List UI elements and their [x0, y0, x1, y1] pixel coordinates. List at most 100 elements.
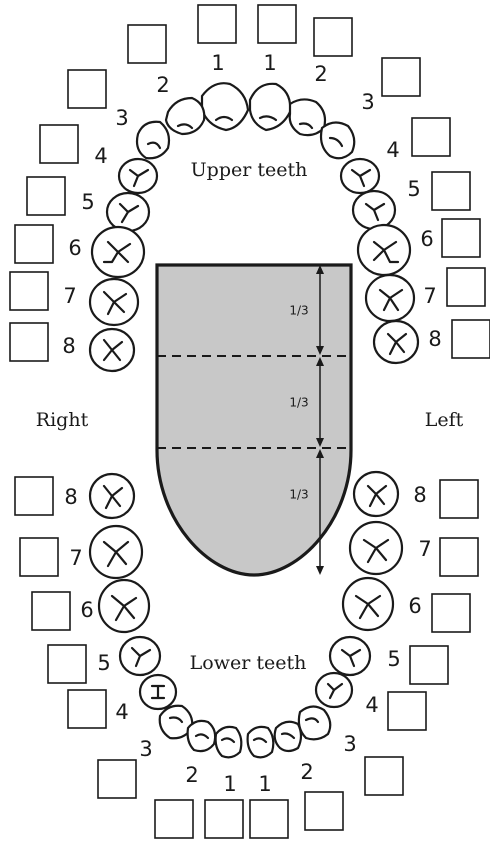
box-upper-left-3[interactable]	[381, 57, 421, 97]
num-upper-left-4: 4	[386, 138, 399, 162]
box-upper-right-1[interactable]	[197, 4, 237, 44]
tooth-lower-right-8	[88, 472, 136, 520]
tooth-upper-right-6	[90, 225, 146, 279]
box-upper-left-1[interactable]	[257, 4, 297, 44]
num-upper-right-5: 5	[81, 190, 94, 214]
num-upper-left-7: 7	[423, 284, 436, 308]
box-upper-left-2[interactable]	[313, 17, 353, 57]
box-lower-left-1[interactable]	[249, 799, 289, 839]
tooth-upper-left-2	[288, 98, 327, 137]
tooth-lower-right-5	[118, 635, 162, 677]
box-lower-right-5[interactable]	[47, 644, 87, 684]
box-lower-left-6[interactable]	[431, 593, 471, 633]
tooth-lower-left-6	[341, 576, 395, 632]
right-side-label: Right	[36, 409, 89, 431]
num-upper-left-8: 8	[428, 327, 441, 351]
box-lower-right-8[interactable]	[14, 476, 54, 516]
box-upper-left-8[interactable]	[451, 319, 490, 359]
box-lower-right-1[interactable]	[204, 799, 244, 839]
num-upper-right-3: 3	[115, 106, 128, 130]
tongue-diagram: 1/3 1/3 1/3	[155, 263, 353, 577]
tooth-lower-right-2	[186, 719, 217, 753]
tongue-arrow-2	[316, 357, 324, 447]
tooth-lower-left-2	[273, 720, 303, 753]
upper-teeth-label: Upper teeth	[191, 159, 308, 181]
box-upper-right-2[interactable]	[127, 24, 167, 64]
num-lower-left-3: 3	[343, 732, 356, 756]
box-upper-right-6[interactable]	[14, 224, 54, 264]
tongue-arrow-3	[316, 449, 324, 575]
box-upper-right-7[interactable]	[9, 271, 49, 311]
num-lower-right-4: 4	[115, 700, 128, 724]
num-upper-right-2: 2	[156, 73, 169, 97]
tooth-upper-left-7	[364, 273, 416, 323]
tooth-lower-left-1	[246, 725, 275, 759]
box-lower-right-6[interactable]	[31, 591, 71, 631]
box-upper-left-7[interactable]	[446, 267, 486, 307]
tooth-upper-right-8	[88, 327, 136, 373]
lower-left-numbers: 8 7 6 5 4 3 2 1	[258, 483, 431, 796]
tooth-upper-right-5	[105, 191, 151, 233]
num-lower-left-7: 7	[418, 537, 431, 561]
lower-left-boxes	[249, 479, 479, 839]
num-lower-left-4: 4	[365, 693, 378, 717]
tooth-upper-left-8	[372, 319, 420, 365]
tooth-lower-left-7	[348, 520, 404, 576]
tooth-upper-left-4	[339, 157, 381, 195]
num-lower-right-2: 2	[185, 763, 198, 787]
num-lower-right-7: 7	[69, 546, 82, 570]
tooth-lower-left-4	[314, 671, 354, 709]
tooth-upper-right-2	[164, 96, 206, 136]
box-lower-left-3[interactable]	[364, 756, 404, 796]
num-upper-left-1: 1	[263, 51, 276, 75]
tooth-upper-right-3	[135, 120, 171, 160]
box-lower-right-3[interactable]	[97, 759, 137, 799]
tooth-lower-right-3	[158, 704, 194, 740]
box-upper-right-8[interactable]	[9, 322, 49, 362]
tongue-arrow-1	[316, 265, 324, 355]
lower-arch	[88, 470, 404, 759]
box-upper-right-4[interactable]	[39, 124, 79, 164]
box-lower-right-7[interactable]	[19, 537, 59, 577]
num-lower-right-6: 6	[80, 598, 93, 622]
num-upper-right-7: 7	[63, 284, 76, 308]
box-lower-left-7[interactable]	[439, 537, 479, 577]
upper-right-boxes	[9, 4, 237, 362]
lower-right-boxes	[14, 476, 244, 839]
tongue-section-2-label: 1/3	[289, 396, 308, 410]
left-side-label: Left	[425, 409, 464, 431]
num-lower-right-5: 5	[97, 651, 110, 675]
upper-right-numbers: 1 2 3 4 5 6 7 8	[62, 51, 224, 358]
num-lower-left-1: 1	[258, 772, 271, 796]
upper-left-boxes	[257, 4, 490, 359]
box-lower-left-2[interactable]	[304, 791, 344, 831]
box-upper-left-6[interactable]	[441, 218, 481, 258]
num-upper-right-8: 8	[62, 334, 75, 358]
tooth-lower-left-5	[328, 635, 372, 677]
tooth-lower-right-7	[88, 524, 144, 580]
box-upper-right-5[interactable]	[26, 176, 66, 216]
box-upper-left-4[interactable]	[411, 117, 451, 157]
box-upper-right-3[interactable]	[67, 69, 107, 109]
box-lower-left-5[interactable]	[409, 645, 449, 685]
num-upper-left-6: 6	[420, 227, 433, 251]
num-lower-right-3: 3	[139, 737, 152, 761]
tooth-lower-left-3	[297, 705, 332, 741]
num-lower-left-6: 6	[408, 594, 421, 618]
box-lower-left-8[interactable]	[439, 479, 479, 519]
tooth-upper-left-3	[319, 121, 356, 160]
tooth-lower-left-8	[352, 470, 400, 518]
box-lower-right-4[interactable]	[67, 689, 107, 729]
tooth-upper-right-7	[88, 277, 140, 327]
upper-arch	[88, 82, 420, 373]
num-upper-left-5: 5	[407, 177, 420, 201]
tongue-section-3-label: 1/3	[289, 488, 308, 502]
num-upper-left-3: 3	[361, 90, 374, 114]
tongue	[155, 263, 353, 577]
box-lower-right-2[interactable]	[154, 799, 194, 839]
tongue-section-1-label: 1/3	[289, 304, 308, 318]
box-lower-left-4[interactable]	[387, 691, 427, 731]
box-upper-left-5[interactable]	[431, 171, 471, 211]
